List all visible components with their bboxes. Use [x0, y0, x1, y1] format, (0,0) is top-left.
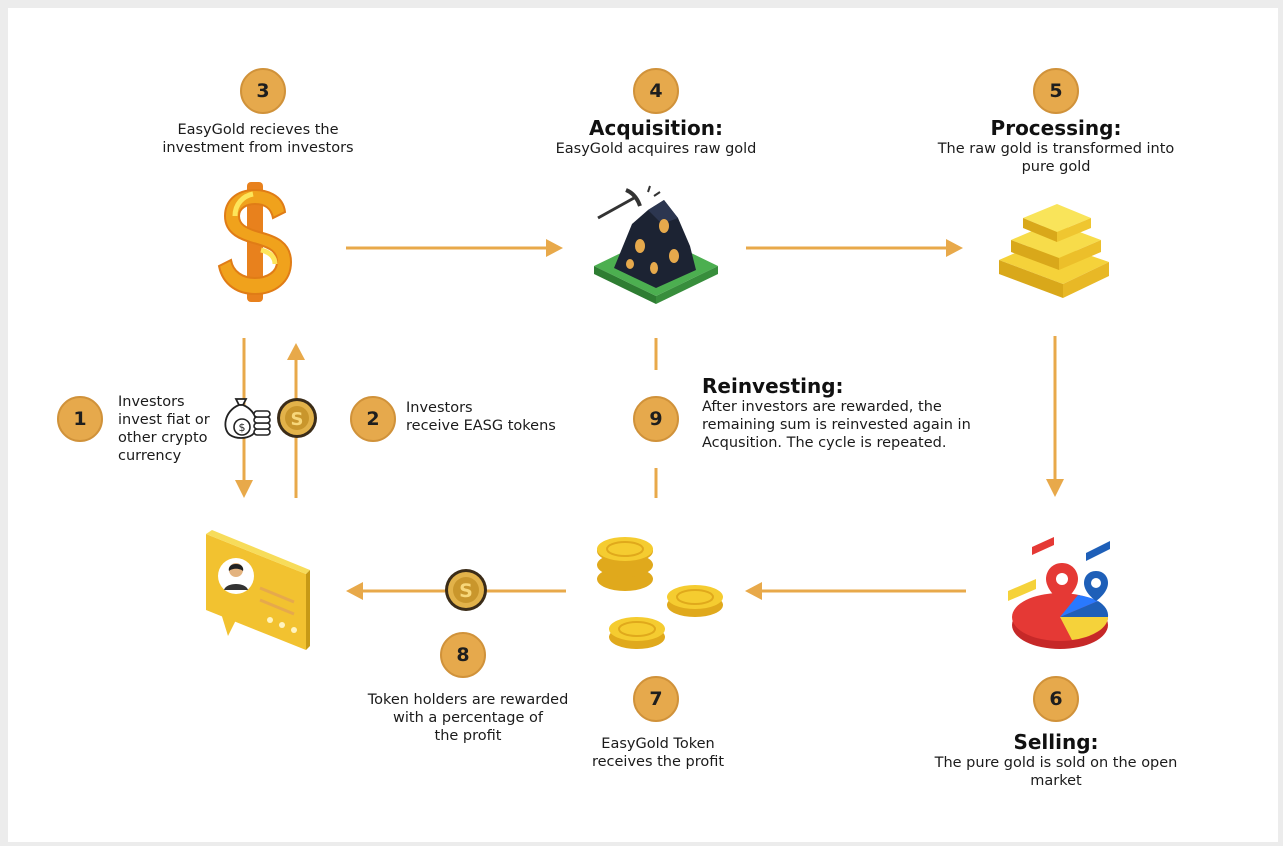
step-4-title: Acquisition:: [589, 116, 723, 140]
investor-card-icon: [206, 530, 310, 650]
dollar-sign-icon: [217, 182, 293, 302]
step-badge-9: 9: [633, 396, 679, 442]
step-badge-7: 7: [633, 676, 679, 722]
svg-text:S: S: [291, 409, 304, 430]
step-9-title: Reinvesting:: [702, 374, 844, 398]
money-bag-icon: $: [224, 398, 271, 439]
svg-text:$: $: [239, 421, 246, 434]
step-9-caption: Reinvesting: After investors are rewarde…: [702, 374, 1042, 452]
easg-token-icon: S: [445, 569, 487, 611]
gold-bars-icon: [999, 204, 1109, 298]
step-5-caption: Processing: The raw gold is transformed …: [906, 116, 1206, 176]
arrow-4-to-5-head: [946, 239, 963, 257]
market-chart-icon: [1008, 537, 1110, 649]
arrow-5-to-6-head: [1046, 479, 1064, 497]
step-badge-6: 6: [1033, 676, 1079, 722]
step-badge-8: 8: [440, 632, 486, 678]
arrow-3-to-4-head: [546, 239, 563, 257]
gold-mine-icon: [594, 185, 718, 304]
step-badge-2: 2: [350, 396, 396, 442]
step-badge-1: 1: [57, 396, 103, 442]
arrow-6-to-7-head: [745, 582, 762, 600]
arrow-7-to-8-head: [346, 582, 363, 600]
step-badge-5: 5: [1033, 68, 1079, 114]
step-6-title: Selling:: [1013, 730, 1099, 754]
arrow-2-up-head: [287, 343, 305, 360]
step-badge-3: 3: [240, 68, 286, 114]
gold-coins-icon: [597, 537, 723, 649]
step-4-caption: Acquisition: EasyGold acquires raw gold: [506, 116, 806, 158]
svg-text:S: S: [459, 580, 473, 602]
step-6-caption: Selling: The pure gold is sold on the op…: [896, 730, 1216, 790]
step-5-title: Processing:: [990, 116, 1122, 140]
arrow-1-down-head: [235, 480, 253, 498]
easg-token-icon: S: [277, 398, 317, 438]
step-badge-4: 4: [633, 68, 679, 114]
